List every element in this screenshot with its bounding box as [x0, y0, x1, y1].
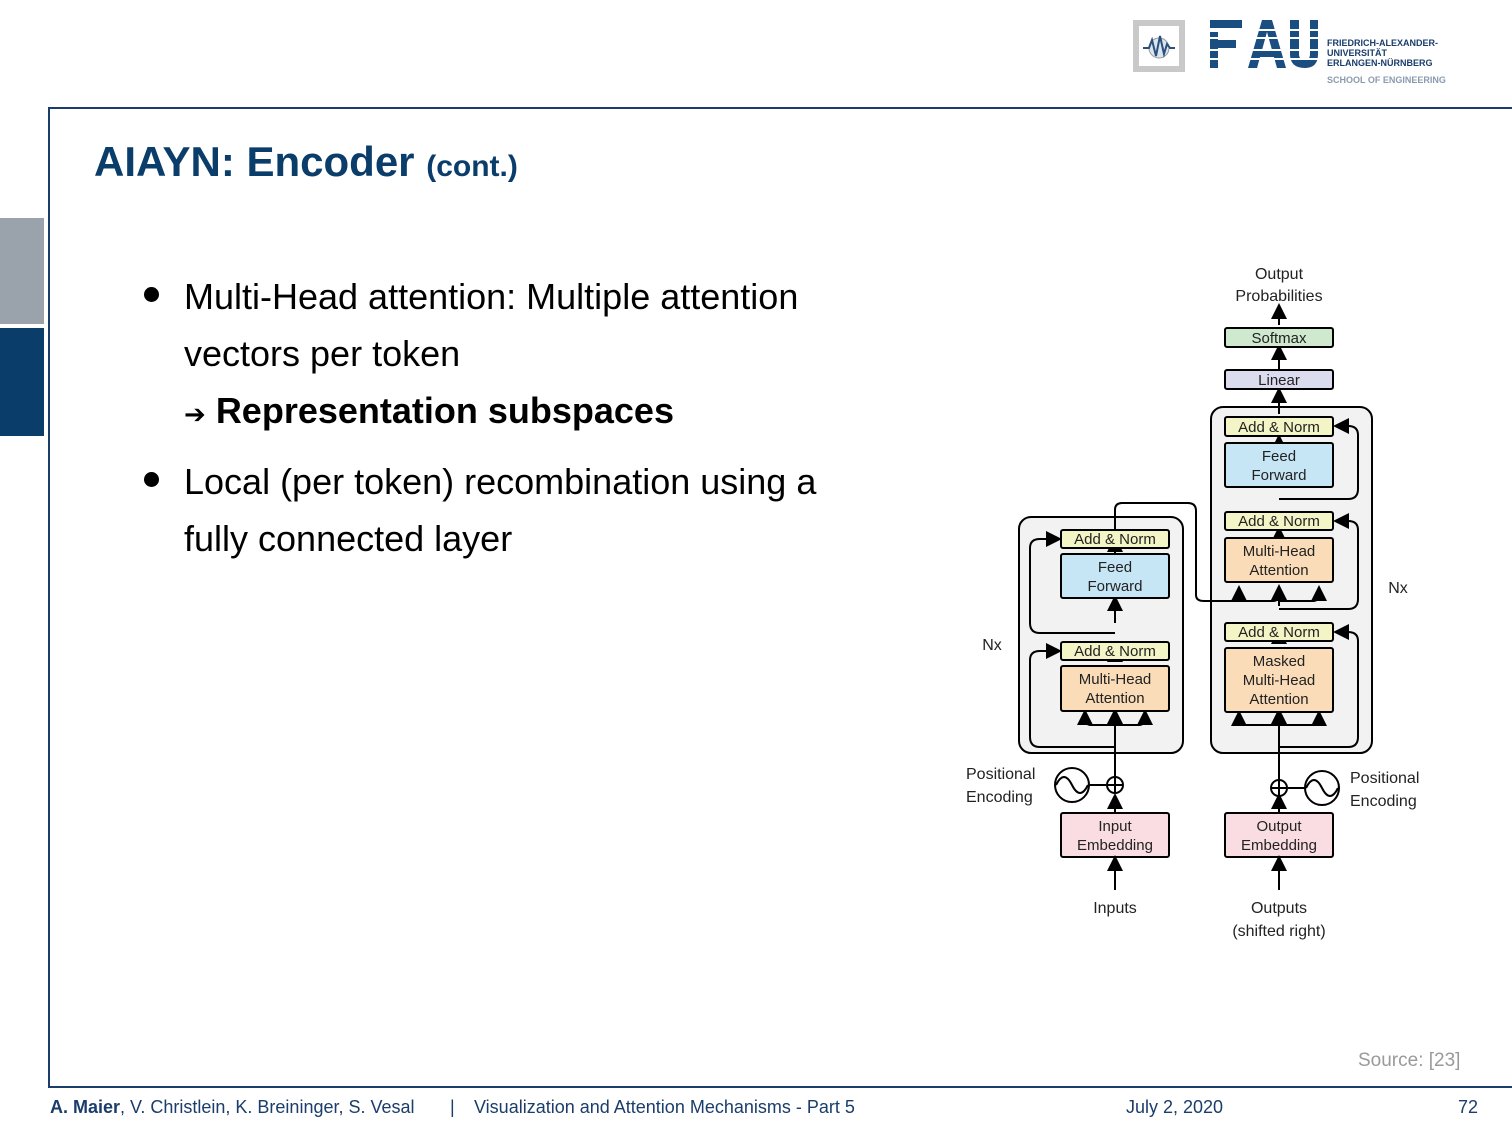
svg-text:Embedding: Embedding: [1241, 837, 1317, 854]
svg-text:Positional: Positional: [1350, 770, 1419, 787]
svg-text:Embedding: Embedding: [1077, 837, 1153, 854]
decoder-add-norm-top: [1224, 416, 1334, 437]
bullet-item: Local (per token) recombination using a …: [140, 453, 880, 567]
encoder-add-norm-top: [1060, 529, 1170, 549]
frame-top-rule: [48, 107, 1512, 109]
svg-text:Forward: Forward: [1087, 578, 1142, 595]
svg-text:Multi-Head: Multi-Head: [1079, 671, 1152, 688]
svg-text:Masked: Masked: [1253, 653, 1306, 670]
bullet-item: Multi-Head attention: Multiple attention…: [140, 268, 880, 443]
svg-text:Outputs: Outputs: [1251, 900, 1307, 917]
svg-text:Add & Norm: Add & Norm: [1074, 643, 1156, 660]
bullet-list: Multi-Head attention: Multiple attention…: [140, 268, 880, 577]
svg-text:Add & Norm: Add & Norm: [1238, 624, 1320, 641]
frame-left-rule: [48, 107, 50, 1088]
transformer-diagram: Add & Norm Feed Forward Add & Norm Multi…: [966, 266, 1419, 940]
svg-text:Add & Norm: Add & Norm: [1238, 513, 1320, 530]
svg-text:Attention: Attention: [1249, 562, 1308, 579]
footer-date: July 2, 2020: [1126, 1097, 1224, 1117]
right-arrow-icon: ➔: [184, 399, 206, 429]
decoder-nx-label: Nx: [1388, 580, 1408, 597]
section-tab-previous[interactable]: [0, 218, 44, 324]
svg-text:Softmax: Softmax: [1251, 330, 1307, 347]
decoder-add-norm-middle: [1224, 511, 1334, 531]
linear-box: [1224, 369, 1334, 390]
svg-text:Encoding: Encoding: [1350, 793, 1417, 810]
inputs-label: Inputs: [1093, 900, 1137, 917]
svg-text:Add & Norm: Add & Norm: [1238, 419, 1320, 436]
encoder-multi-head-attention: [1060, 665, 1170, 712]
slide-title-suffix: (cont.): [426, 150, 518, 183]
svg-text:Feed: Feed: [1262, 448, 1296, 465]
svg-text:Probabilities: Probabilities: [1235, 288, 1322, 305]
svg-text:Feed: Feed: [1098, 559, 1132, 576]
slide-title: AIAYN: Encoder (cont.): [94, 138, 518, 185]
footer-authors: A. Maier, V. Christlein, K. Breininger, …: [50, 1097, 415, 1117]
decoder-feed-forward: [1224, 442, 1334, 488]
encoder-add-norm-bottom: [1060, 641, 1170, 661]
svg-text:Positional: Positional: [966, 766, 1035, 783]
svg-text:Multi-Head: Multi-Head: [1243, 672, 1316, 689]
svg-text:Forward: Forward: [1251, 467, 1306, 484]
svg-text:(shifted right): (shifted right): [1232, 923, 1325, 940]
svg-text:Attention: Attention: [1249, 691, 1308, 708]
svg-text:Attention: Attention: [1085, 690, 1144, 707]
footer-page-number: 72: [1458, 1097, 1479, 1117]
decoder-add-norm-bottom: [1224, 622, 1334, 642]
svg-text:Add & Norm: Add & Norm: [1074, 531, 1156, 548]
svg-text:Output: Output: [1256, 818, 1302, 835]
svg-text:Input: Input: [1098, 818, 1132, 835]
school-name: SCHOOL OF ENGINEERING: [1327, 75, 1446, 85]
waveform-icon: [1143, 35, 1175, 59]
svg-text:Linear: Linear: [1258, 372, 1300, 389]
svg-text:Encoding: Encoding: [966, 789, 1033, 806]
section-tab-current[interactable]: [0, 328, 44, 436]
fau-logo: [1210, 20, 1318, 68]
encoder-block: [1018, 516, 1184, 754]
footer-lecture-title: Visualization and Attention Mechanisms -…: [474, 1097, 855, 1117]
softmax-box: [1224, 327, 1334, 348]
svg-text:Output: Output: [1255, 266, 1304, 283]
bullet-dot-icon: [144, 472, 159, 487]
footer-separator: |: [450, 1097, 455, 1117]
university-name: FRIEDRICH-ALEXANDER- UNIVERSITÄT ERLANGE…: [1327, 38, 1438, 68]
svg-text:Multi-Head: Multi-Head: [1243, 543, 1316, 560]
encoder-feed-forward: [1060, 553, 1170, 599]
decoder-masked-attention: [1224, 647, 1334, 713]
frame-bottom-rule: [48, 1086, 1512, 1088]
bullet-dot-icon: [144, 287, 159, 302]
bullet-emphasis: ➔ Representation subspaces: [184, 390, 674, 431]
lab-logo: [1133, 20, 1185, 72]
encoder-nx-label: Nx: [982, 637, 1002, 654]
source-citation: Source: [23]: [1358, 1050, 1461, 1071]
decoder-multi-head-attention: [1224, 537, 1334, 583]
